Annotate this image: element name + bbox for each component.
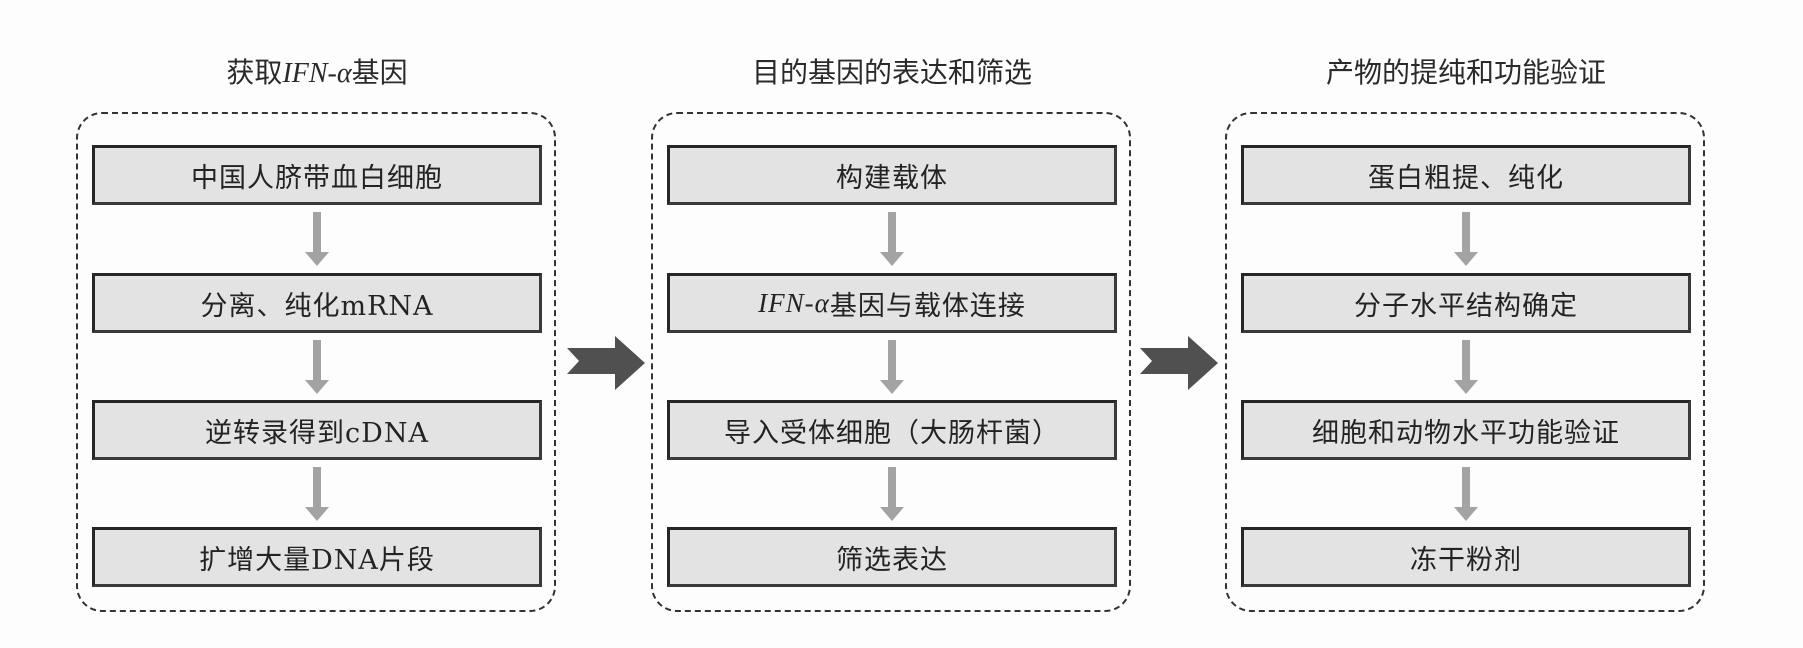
step-label: 逆转录得到cDNA	[205, 417, 429, 449]
step-box: 构建载体	[667, 145, 1117, 205]
step-box: 逆转录得到cDNA	[92, 400, 542, 460]
gene-name-italic: IFN-α	[758, 287, 830, 318]
step-box: 中国人脐带血白细胞	[92, 145, 542, 205]
step-box: 分子水平结构确定	[1241, 273, 1691, 333]
step-box: 导入受体细胞（大肠杆菌）	[667, 400, 1117, 460]
down-arrow-icon	[305, 340, 329, 394]
down-arrow-icon	[880, 340, 904, 394]
step-box: 蛋白粗提、纯化	[1241, 145, 1691, 205]
down-arrow-icon	[1454, 340, 1478, 394]
panel-title-expression-screening: 目的基因的表达和筛选	[651, 48, 1133, 98]
step-box: 扩增大量DNA片段	[92, 527, 542, 587]
step-label: 分离、纯化mRNA	[200, 290, 434, 322]
panel-purification-validation: 蛋白粗提、纯化 分子水平结构确定 细胞和动物水平功能验证 冻干粉剂	[1225, 112, 1705, 612]
step-box: 细胞和动物水平功能验证	[1241, 400, 1691, 460]
step-label: 构建载体	[836, 162, 948, 194]
title-text: 获取	[226, 56, 283, 89]
step-label: 分子水平结构确定	[1354, 290, 1578, 322]
title-text: 目的基因的表达和筛选	[751, 56, 1032, 89]
panel-obtain-gene: 中国人脐带血白细胞 分离、纯化mRNA 逆转录得到cDNA 扩增大量DNA片段	[76, 112, 556, 612]
step-box: 冻干粉剂	[1241, 527, 1691, 587]
gene-name-italic: IFN-α	[282, 58, 352, 89]
down-arrow-icon	[305, 467, 329, 521]
step-box: 分离、纯化mRNA	[92, 273, 542, 333]
down-arrow-icon	[305, 212, 329, 266]
step-label: 中国人脐带血白细胞	[191, 162, 443, 194]
down-arrow-icon	[880, 212, 904, 266]
step-label: 细胞和动物水平功能验证	[1312, 417, 1620, 449]
step-label: 冻干粉剂	[1410, 544, 1522, 576]
panel-title-purification-validation: 产物的提纯和功能验证	[1225, 48, 1707, 98]
stage-arrow-icon	[567, 336, 645, 390]
title-text: 产物的提纯和功能验证	[1325, 56, 1606, 89]
step-label: 导入受体细胞（大肠杆菌）	[724, 417, 1060, 449]
down-arrow-icon	[1454, 467, 1478, 521]
stage-arrow-icon	[1140, 336, 1218, 390]
title-text: 基因	[351, 56, 408, 89]
step-label: 蛋白粗提、纯化	[1368, 162, 1564, 194]
step-label: 筛选表达	[836, 544, 948, 576]
panel-title-obtain-gene: 获取IFN-α基因	[76, 48, 558, 99]
step-label: 扩增大量DNA片段	[199, 544, 435, 576]
down-arrow-icon	[880, 467, 904, 521]
step-box: 筛选表达	[667, 527, 1117, 587]
step-label: 基因与载体连接	[829, 290, 1026, 322]
down-arrow-icon	[1454, 212, 1478, 266]
